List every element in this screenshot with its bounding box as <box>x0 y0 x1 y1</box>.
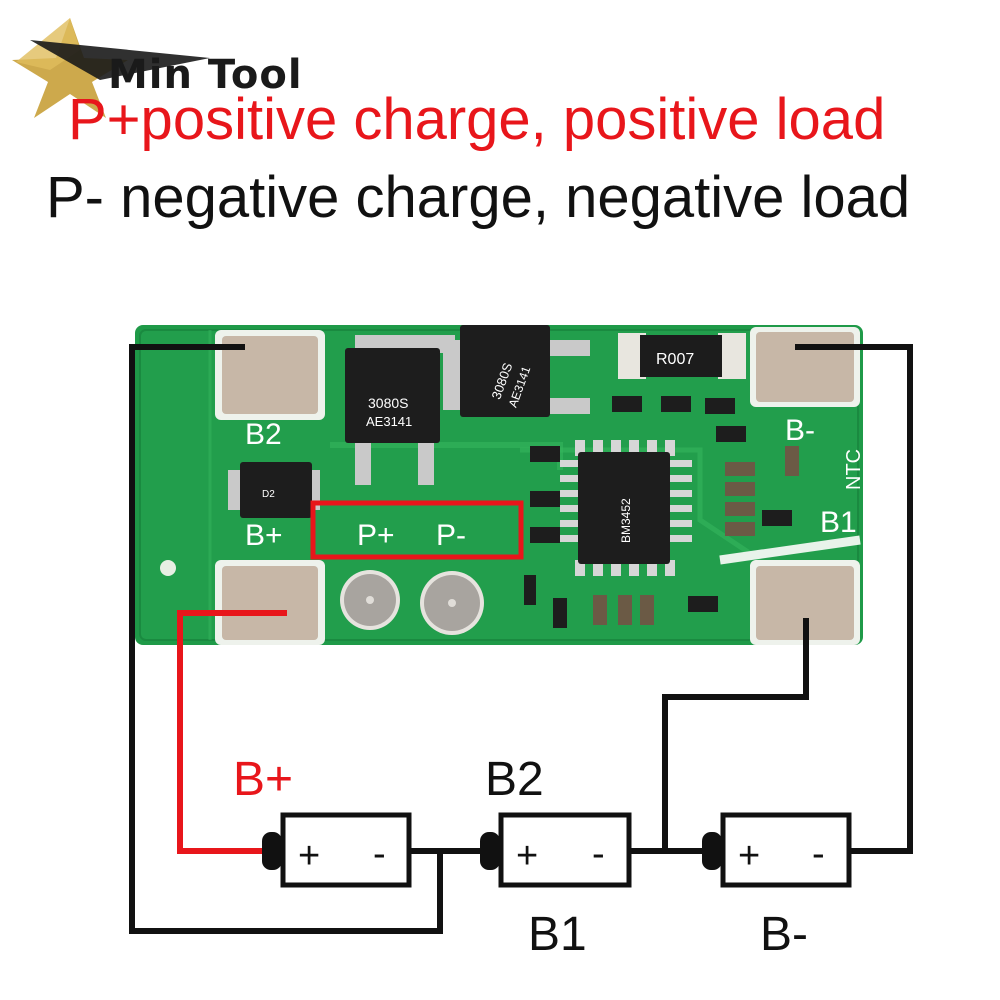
mosfet-right: 3080S AE3141 <box>443 325 590 417</box>
ic-mark: BM3452 <box>619 498 633 543</box>
battery-3: + - <box>702 812 852 888</box>
diode-mark: D2 <box>262 489 275 500</box>
load-terminal-highlight <box>310 500 524 560</box>
shunt-resistor: R007 <box>618 333 746 379</box>
pcb-label-p-minus: P- <box>436 519 466 552</box>
load-pad-p-plus <box>340 570 400 630</box>
battery-2: + - <box>480 812 632 888</box>
header-line-negative: P- negative charge, negative load <box>46 165 911 230</box>
battery-1: + - <box>262 812 412 888</box>
mosfet-left-mark1: 3080S <box>368 395 408 411</box>
battery-1-plus: + <box>298 835 320 877</box>
wire-b1 <box>662 618 809 851</box>
battery-2-minus: - <box>592 833 605 875</box>
wire-b-minus <box>795 344 913 854</box>
battery-3-minus: - <box>812 833 825 875</box>
circuit-label-b-minus: B- <box>760 908 808 961</box>
brand-name: Min Tool <box>108 52 303 98</box>
pcb-label-b-minus: B- <box>785 414 815 447</box>
pcb-label-b2: B2 <box>245 418 282 451</box>
pad-b1 <box>750 560 860 645</box>
battery-3-plus: + <box>738 835 760 877</box>
pad-b-plus <box>215 560 325 645</box>
load-pad-p-minus <box>420 571 484 635</box>
wire-b2 <box>129 344 443 934</box>
circuit-label-b1: B1 <box>528 908 587 961</box>
mosfet-left: 3080S AE3141 <box>345 335 455 485</box>
pcb-label-b1: B1 <box>820 506 857 539</box>
battery-1-minus: - <box>373 833 386 875</box>
pcb-label-p-plus: P+ <box>357 519 395 552</box>
pcb-label-b-plus: B+ <box>245 519 283 552</box>
small-components <box>524 396 799 628</box>
star-icon <box>12 18 128 118</box>
diode-d2: D2 <box>228 462 320 518</box>
circuit-label-b-plus: B+ <box>233 753 293 806</box>
header-line-positive: P+positive charge, positive load <box>68 87 886 152</box>
circuit-label-b2: B2 <box>485 753 544 806</box>
protection-ic: BM3452 <box>560 440 692 576</box>
battery-2-plus: + <box>516 835 538 877</box>
resistor-mark: R007 <box>656 351 694 368</box>
wire-b-plus <box>177 610 287 854</box>
pad-b-minus <box>750 327 860 407</box>
mosfet-left-mark2: AE3141 <box>366 414 412 429</box>
pad-b2 <box>215 330 325 420</box>
brand-logo <box>12 18 210 118</box>
pcb-label-ntc: NTC <box>843 449 865 490</box>
